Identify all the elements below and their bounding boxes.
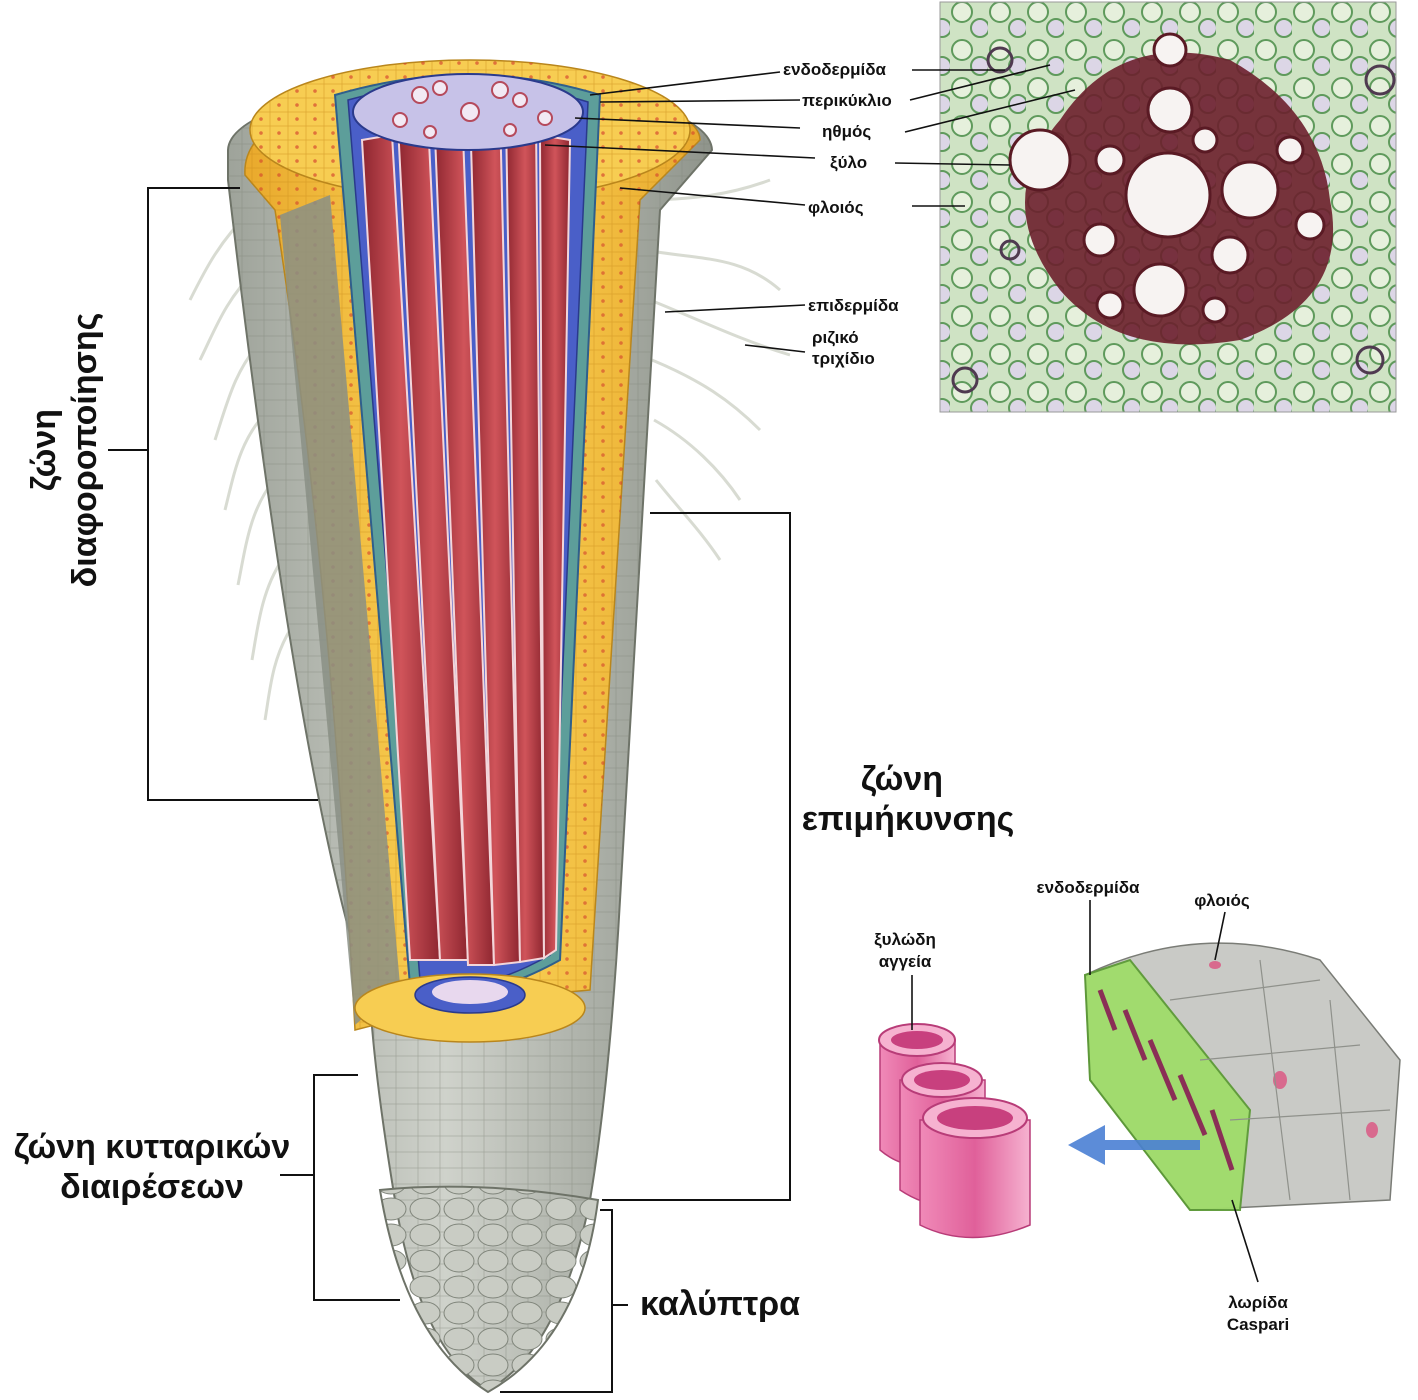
label-caspary-2: Caspari (1227, 1315, 1289, 1334)
label-root-hair-2: τριχίδιο (812, 349, 875, 368)
root-cap (380, 1187, 598, 1392)
label-xylem-vessels-1: ξυλώδη (874, 930, 936, 949)
xylem-vessels-illustration (879, 1024, 1030, 1238)
micrograph-inset (940, 2, 1396, 412)
label-xylem: ξύλο (830, 153, 867, 172)
label-cell-division-zone-2: διαιρέσεων (60, 1168, 244, 1206)
label-endodermis: ενδοδερμίδα (783, 60, 887, 79)
root-hairs-right (640, 180, 790, 560)
label-root-cap: καλύπτρα (640, 1285, 800, 1323)
label-root-hair-1: ριζικό (812, 328, 859, 347)
label-epidermis: επιδερμίδα (808, 296, 899, 315)
endodermis-block-illustration (1068, 943, 1400, 1210)
label-phloem: ηθμός (822, 122, 871, 141)
label-differentiation-zone-2: διαφοροποίησης (66, 313, 104, 588)
label-elongation-zone-1: ζώνη (861, 760, 943, 798)
label-cortex: φλοιός (808, 198, 864, 217)
label-xylem-vessels-2: αγγεία (879, 952, 932, 971)
label-caspary-1: λωρίδα (1228, 1293, 1288, 1312)
label-differentiation-zone-1: ζώνη (25, 409, 63, 491)
root-illustration (190, 60, 790, 1392)
label-endodermis-detail: ενδοδερμίδα (1037, 878, 1141, 897)
label-elongation-zone-2: επιμήκυνσης (802, 800, 1015, 838)
label-cell-division-zone-1: ζώνη κυτταρικών (14, 1128, 291, 1166)
label-pericycle: περικύκλιο (802, 91, 892, 110)
label-cortex-detail: φλοιός (1194, 891, 1250, 910)
